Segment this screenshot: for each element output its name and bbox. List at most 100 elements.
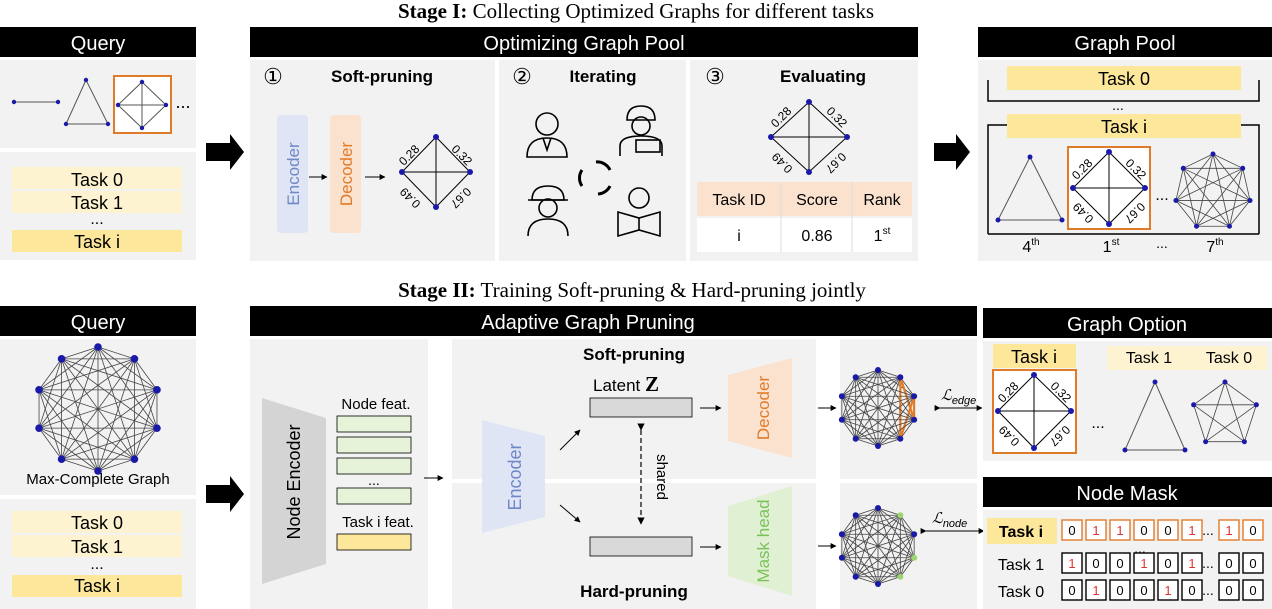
graph-edge	[134, 358, 158, 391]
flow-arrow-2	[934, 134, 970, 170]
graph-node	[911, 393, 918, 400]
graph-edge	[841, 395, 901, 440]
graph-node	[57, 455, 66, 463]
graph-edge	[1175, 200, 1230, 227]
graph-edge	[877, 507, 915, 558]
graph-edge	[61, 358, 135, 460]
mask-bit: 0	[1140, 523, 1147, 538]
graph-node	[911, 554, 918, 561]
graph-edge	[855, 576, 879, 585]
mask-cell	[1133, 519, 1155, 541]
graph-edge	[877, 576, 901, 585]
mask-cell	[1109, 519, 1131, 541]
graph-node	[875, 367, 881, 373]
graph-node	[897, 512, 904, 519]
svg-text:Optimizing Graph Pool: Optimizing Graph Pool	[483, 33, 684, 55]
mask-cell	[1242, 579, 1264, 601]
svg-text:Task i: Task i	[1101, 117, 1147, 137]
svg-text:Score: Score	[796, 192, 838, 209]
mask-bit: 1	[1092, 523, 1099, 538]
graph-pool-panel: Graph Pool Task 0 ... Task i 0.28 0.32 0…	[978, 27, 1272, 261]
graph-edge	[1183, 153, 1214, 169]
svg-text:Hard-pruning: Hard-pruning	[580, 582, 688, 601]
mask-bit: 1	[1164, 583, 1171, 598]
graph-edge	[1229, 200, 1251, 227]
graph-edge	[841, 515, 856, 535]
svg-text:Task i: Task i	[74, 576, 120, 596]
optimizing-graph-pool: Optimizing Graph Pool ① Soft-pruning Enc…	[250, 27, 918, 261]
graph-node	[1226, 223, 1232, 229]
graph-node	[852, 374, 859, 381]
graph-edge	[1212, 153, 1230, 227]
score-table: Task ID Score Rank i 0.86 1st	[697, 182, 912, 252]
reader-icon	[617, 187, 661, 238]
graph-node	[852, 512, 859, 519]
mask-cell	[1242, 552, 1264, 574]
mask-cell	[1218, 552, 1240, 574]
graph-edge	[38, 358, 62, 391]
svg-text:Task 0: Task 0	[998, 584, 1044, 601]
graph-node	[911, 531, 918, 538]
svg-text:Task 0: Task 0	[1098, 69, 1150, 89]
mask-bit: 0	[1116, 583, 1123, 598]
graph-edge	[855, 515, 901, 577]
graph-node	[1240, 165, 1246, 171]
graph-node	[130, 455, 139, 463]
graph-edge	[841, 533, 901, 578]
graph-edge	[38, 427, 99, 472]
graph-edge	[841, 369, 879, 420]
graph-edge	[1196, 200, 1251, 227]
worker-icon	[527, 185, 569, 237]
mask-bit: 0	[1116, 556, 1123, 571]
query-panel-bottom: Query Max-Complete Graph Task 0 Task 1 .…	[0, 306, 196, 609]
graph-node	[897, 374, 904, 381]
graph-edge	[1229, 168, 1244, 227]
graph-node	[838, 531, 845, 538]
mask-cell	[1085, 579, 1107, 601]
graph-edge	[841, 514, 901, 535]
cycle-arrows-icon	[577, 160, 612, 196]
graph-edge	[97, 458, 135, 472]
graph-node	[897, 573, 904, 580]
graph-edge	[1193, 404, 1206, 442]
graph-node	[838, 554, 845, 561]
mask-cell	[1242, 519, 1264, 541]
mask-cell	[1218, 519, 1240, 541]
graph-node	[130, 355, 139, 363]
mask-cell	[1061, 519, 1083, 541]
mask-bit: 0	[1140, 583, 1147, 598]
svg-text:...: ...	[1091, 415, 1104, 432]
mask-cell	[1133, 552, 1155, 574]
graph-edge	[900, 557, 915, 577]
mask-bit: 1	[1188, 556, 1195, 571]
svg-text:Task ID: Task ID	[712, 192, 765, 209]
graph-edge	[855, 376, 915, 421]
graph-edge	[841, 557, 856, 577]
graph-node	[1191, 402, 1197, 408]
graph-edge	[61, 427, 158, 460]
graph-edge	[855, 514, 915, 535]
mask-cell	[1061, 552, 1083, 574]
graph-edge	[855, 507, 879, 516]
mask-cell	[1218, 579, 1240, 601]
graph-edge	[855, 376, 915, 397]
graph-edge	[841, 376, 901, 397]
stage1-title: Stage I: Collecting Optimized Graphs for…	[398, 0, 874, 23]
svg-text:Task i: Task i	[999, 524, 1043, 541]
mask-bit: 1	[1116, 523, 1123, 538]
mask-cell	[1085, 519, 1107, 541]
graph-edge	[61, 458, 99, 472]
mask-bit: 1	[1092, 583, 1099, 598]
graph-edge	[841, 396, 857, 439]
svg-text:Decoder: Decoder	[754, 376, 773, 441]
svg-text:...: ...	[1134, 540, 1146, 556]
svg-text:③: ③	[705, 64, 725, 89]
graph-edge	[841, 377, 857, 420]
mask-cell	[1181, 579, 1203, 601]
graph-edge	[38, 389, 62, 460]
graph-edge	[1175, 167, 1243, 201]
graph-edge	[1182, 168, 1197, 227]
mask-bit: 0	[1188, 583, 1195, 598]
